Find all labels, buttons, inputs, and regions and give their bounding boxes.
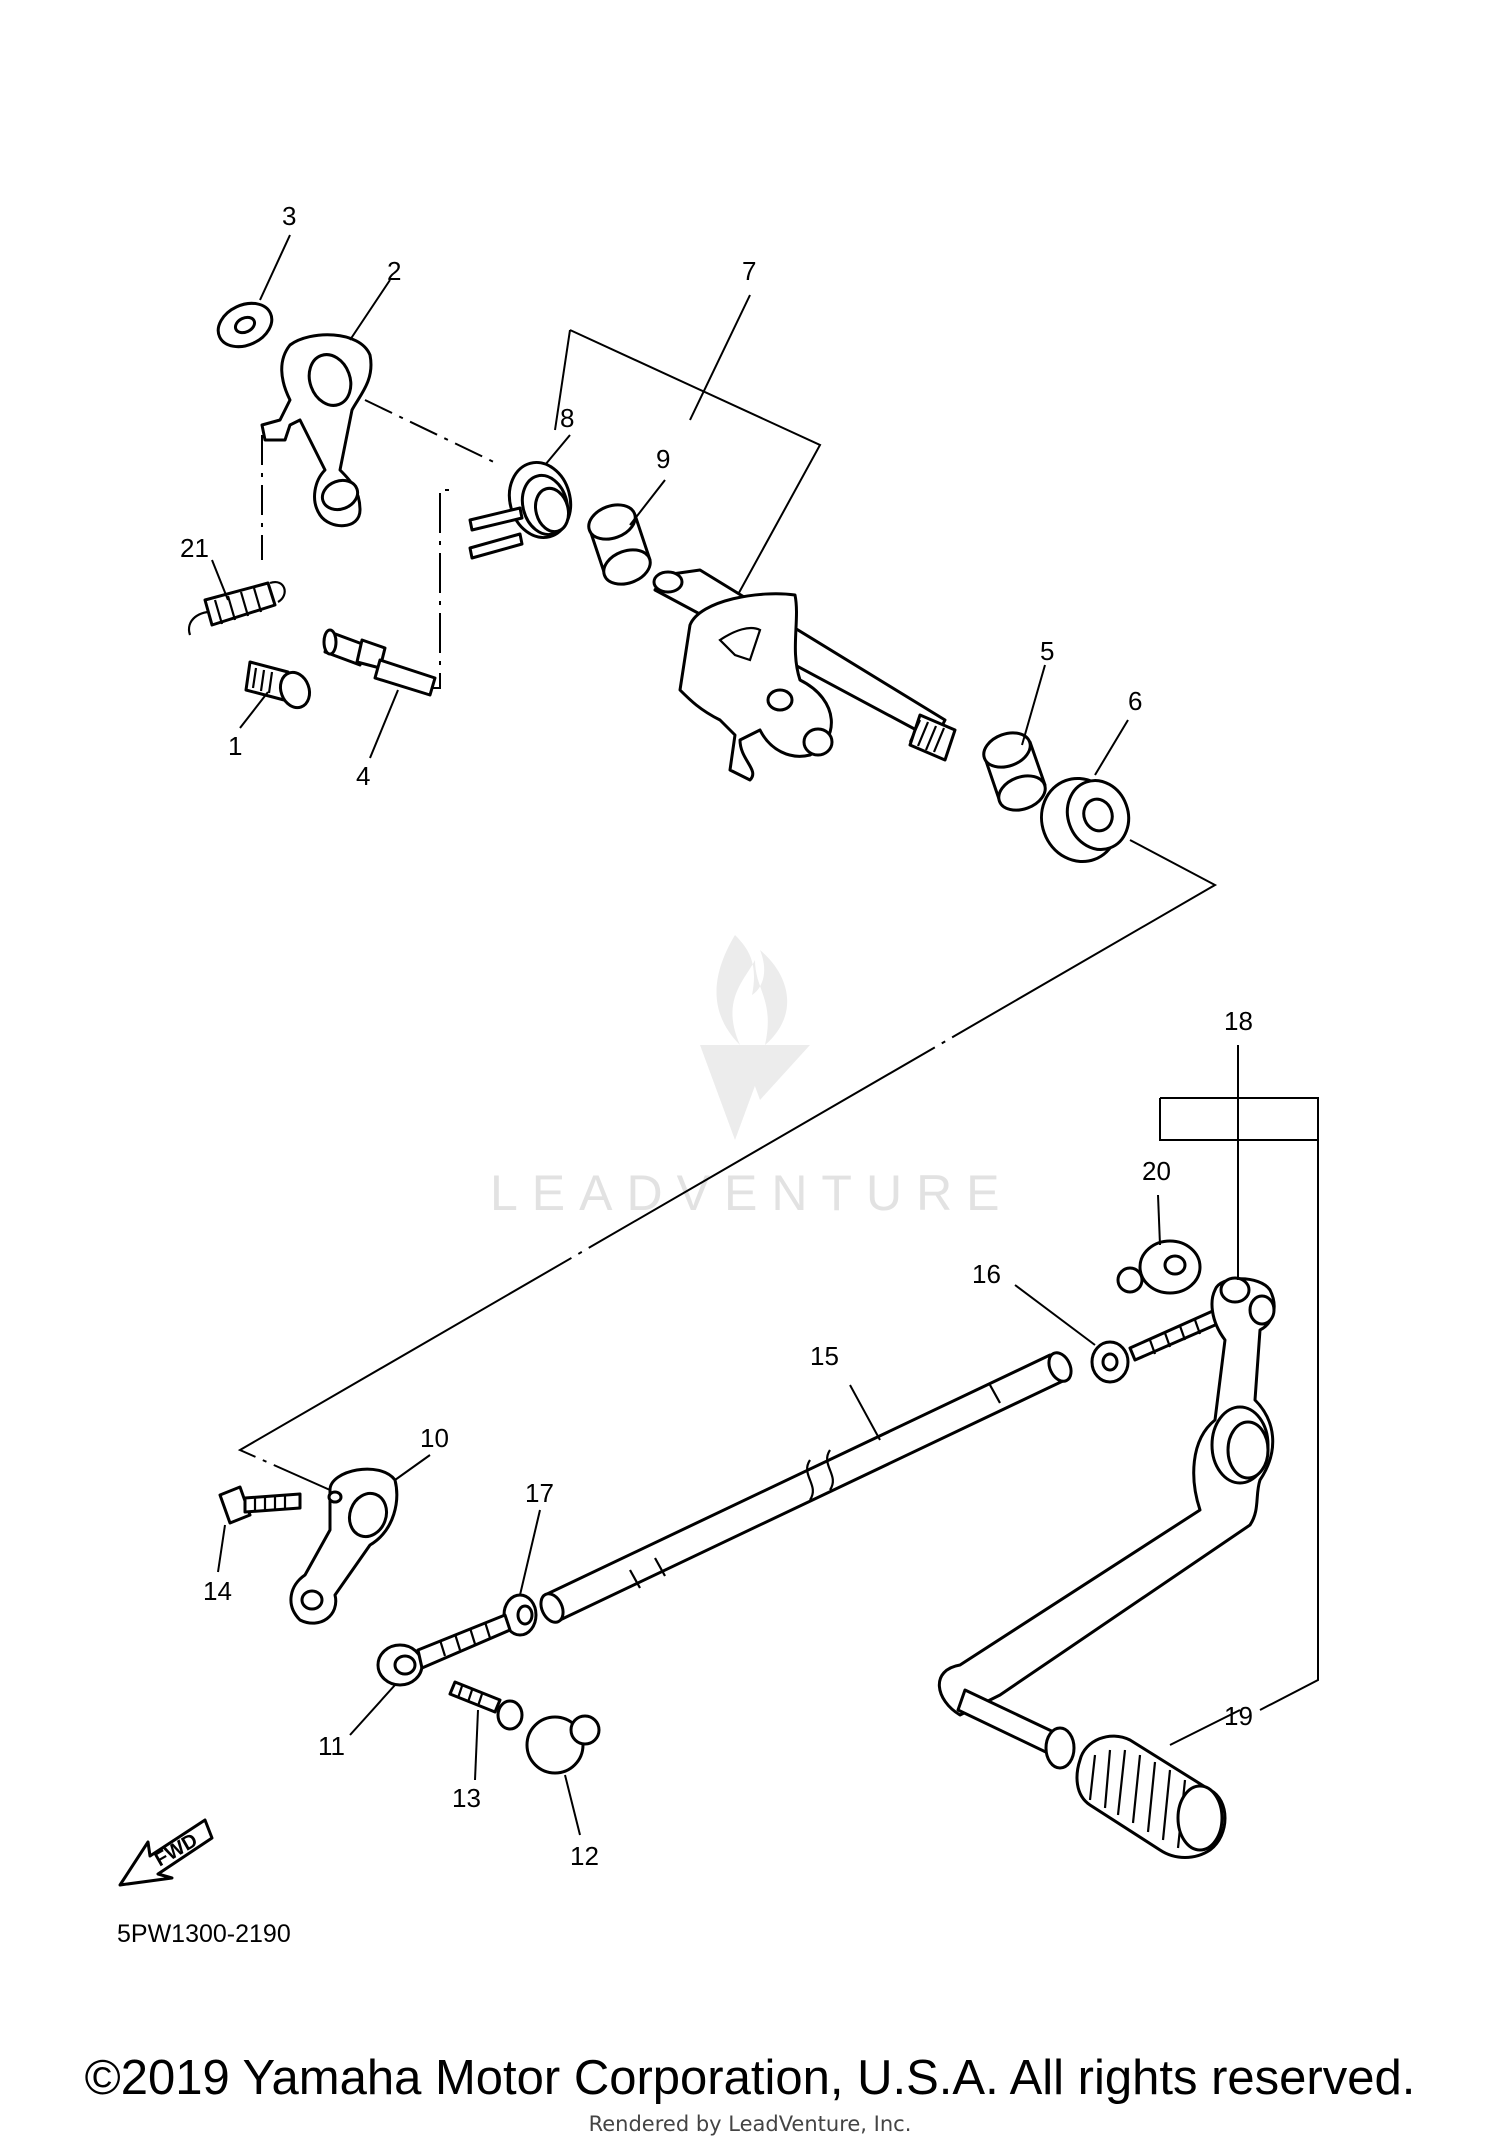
part-16-nut	[1090, 1340, 1130, 1384]
fwd-label: FWD	[151, 1829, 201, 1871]
part-1-pin	[244, 660, 312, 710]
part-2-lever	[260, 333, 373, 528]
part-20-rod-end	[1116, 1239, 1202, 1295]
callout-17: 17	[525, 1478, 554, 1508]
part-5-collar	[982, 731, 1047, 812]
callout-16: 16	[972, 1259, 1001, 1289]
part-13-bolt	[448, 1680, 524, 1731]
callout-9: 9	[656, 444, 670, 474]
part-21-spring	[187, 581, 286, 636]
part-15-shift-rod	[539, 1351, 1073, 1624]
callout-2: 2	[387, 256, 401, 286]
callout-4: 4	[356, 761, 370, 791]
callout-13: 13	[452, 1783, 481, 1813]
callout-20: 20	[1142, 1156, 1171, 1186]
callout-10: 10	[420, 1423, 449, 1453]
callouts: 3 2 7 8 9 5 6 21 1 4 10 14 17 15 16 20 1…	[180, 201, 1253, 1871]
callout-8: 8	[560, 403, 574, 433]
copyright-notice: ©2019 Yamaha Motor Corporation, U.S.A. A…	[84, 2051, 1416, 2105]
callout-7: 7	[742, 256, 756, 286]
part-3-washer	[216, 301, 274, 349]
rendered-by-notice: Rendered by LeadVenture, Inc.	[588, 2112, 912, 2136]
callout-11: 11	[318, 1731, 345, 1761]
part-10-shift-arm	[289, 1467, 399, 1625]
callout-12: 12	[570, 1841, 599, 1871]
part-19-pedal-rubber	[1075, 1734, 1227, 1859]
watermark-text: LEADVENTURE	[490, 1165, 1014, 1221]
callout-21: 21	[180, 533, 209, 563]
part-6-oil-seal	[1040, 776, 1131, 864]
callout-leaders	[211, 234, 1241, 1836]
callout-3: 3	[282, 201, 296, 231]
callout-14: 14	[203, 1576, 232, 1606]
part-4-bolt	[322, 628, 437, 697]
diagram-code: 5PW1300-2190	[117, 1920, 291, 1948]
callout-18: 18	[1224, 1006, 1253, 1036]
part-19-shift-pedal	[937, 1276, 1276, 1770]
part-12-cap	[525, 1714, 601, 1775]
part-11-rod-end	[376, 1613, 512, 1687]
part-7-shift-shaft	[652, 568, 957, 782]
part-14-bolt	[218, 1485, 302, 1525]
callout-6: 6	[1128, 686, 1142, 716]
fwd-arrow-icon: FWD	[118, 1818, 214, 1887]
part-8-spring	[468, 460, 573, 560]
callout-1: 1	[228, 731, 242, 761]
callout-19: 19	[1224, 1701, 1253, 1731]
callout-5: 5	[1040, 636, 1054, 666]
callout-15: 15	[810, 1341, 839, 1371]
part-9-collar	[587, 503, 652, 586]
leadventure-watermark: LEADVENTURE	[490, 935, 1014, 1221]
